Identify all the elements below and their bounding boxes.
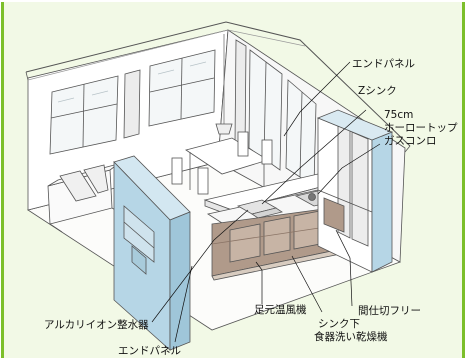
windows-left-wall <box>49 49 216 155</box>
window-left-1 <box>49 75 119 155</box>
sofa <box>47 163 123 233</box>
label-enamel-top-size: 75cm <box>384 109 413 121</box>
dining-set <box>171 34 273 195</box>
label-z-sink: Zシンク <box>358 85 397 97</box>
leader-lines <box>151 61 381 343</box>
windows-right-wall <box>234 39 317 187</box>
leader-z-sink <box>261 109 367 205</box>
tall-cabinet-drawer <box>323 197 345 233</box>
window-right-1 <box>248 49 283 171</box>
window-left-2 <box>148 49 216 127</box>
leader-dishwasher <box>291 255 323 313</box>
label-end-panel-bottom: エンドパネル <box>118 345 181 357</box>
tall-cabinets <box>316 109 394 273</box>
leader-partition <box>335 229 353 307</box>
leader-ionizer <box>151 209 249 323</box>
callout-labels: エンドパネル Zシンク 75cm ホーロートップ ガスコンロ アルカリイオン整水… <box>44 58 458 357</box>
leader-stove <box>317 143 381 195</box>
label-end-panel-top: エンドパネル <box>352 58 415 70</box>
chair-2 <box>197 167 209 195</box>
label-foot-heater: 足元温風機 <box>254 303 307 316</box>
end-panel-left <box>113 155 191 351</box>
label-enamel-top: ホーロートップ <box>384 122 458 134</box>
chair-4 <box>261 139 273 165</box>
chair-3 <box>237 131 249 157</box>
end-panel-right <box>371 131 393 273</box>
label-partition-free: 間仕切フリー <box>358 304 421 317</box>
leader-end-panel-top <box>283 61 351 137</box>
leader-end-panel-bottom <box>174 265 193 343</box>
leader-foot-heater <box>255 261 263 304</box>
chair-1 <box>171 157 183 185</box>
label-alkaline-ionizer: アルカリイオン整水器 <box>44 318 149 331</box>
label-dishwasher: 食器洗い乾燥機 <box>314 330 388 343</box>
label-gas-stove: ガスコンロ <box>384 135 437 147</box>
label-dishwasher-location: シンク下 <box>318 318 360 330</box>
